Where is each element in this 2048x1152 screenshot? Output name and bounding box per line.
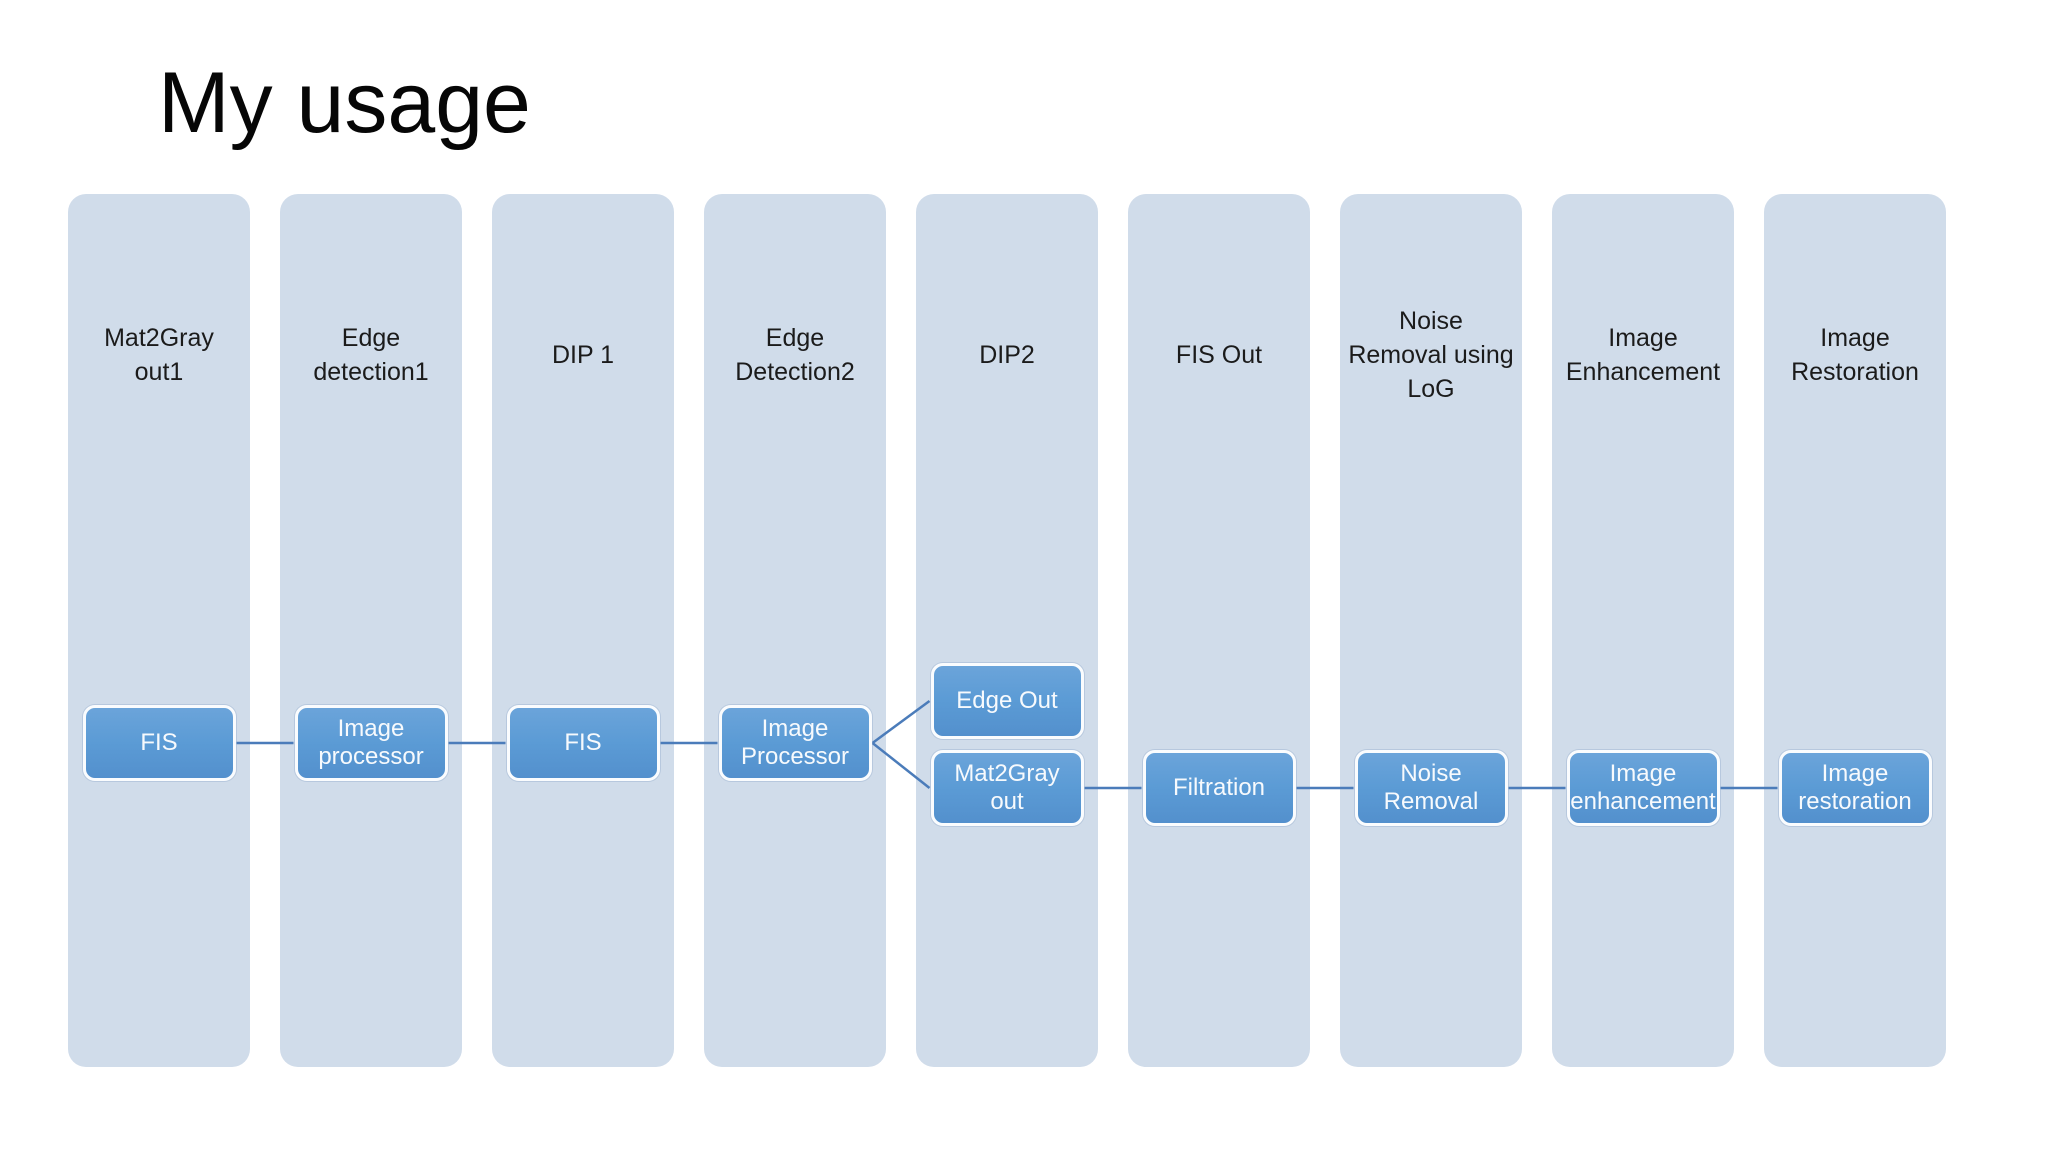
- process-column-3: DIP 1: [492, 194, 674, 1067]
- process-column-6: FIS Out: [1128, 194, 1310, 1067]
- node-mat2gray-out: Mat2Gray out: [930, 750, 1084, 826]
- process-node-label: Filtration: [1172, 774, 1266, 801]
- column-title: Image Restoration: [1791, 324, 1919, 386]
- node-image-restoration: Image restoration: [1778, 750, 1932, 826]
- node-edge-out: Edge Out: [930, 663, 1084, 739]
- process-column-2: Edge detection1: [280, 194, 462, 1067]
- process-node-label: FIS: [564, 729, 602, 756]
- process-node-label: FIS: [140, 729, 178, 756]
- process-column-4: Edge Detection2: [704, 194, 886, 1067]
- column-title: FIS Out: [1175, 341, 1263, 369]
- column-title: Noise Removal using LoG: [1348, 307, 1514, 403]
- column-title: Image Enhancement: [1565, 324, 1721, 386]
- node-noise-removal: Noise Removal: [1354, 750, 1508, 826]
- process-column-1: Mat2Gray out1: [68, 194, 250, 1067]
- process-node-label: Edge Out: [956, 687, 1058, 714]
- column-title: Edge detection1: [313, 324, 429, 386]
- node-fis-2: FIS: [506, 705, 660, 781]
- process-node-label: Noise Removal: [1383, 760, 1479, 815]
- process-node-label: Image processor: [318, 715, 424, 770]
- column-title: DIP 1: [551, 341, 615, 369]
- process-node-label: Image enhancement: [1570, 760, 1716, 815]
- slide-title: My usage: [158, 55, 531, 151]
- node-image-processor-1: Image processor: [294, 705, 448, 781]
- process-column-9: Image Restoration: [1764, 194, 1946, 1067]
- process-column-5: DIP2: [916, 194, 1098, 1067]
- process-node-label: Image Processor: [740, 715, 850, 770]
- column-title: DIP2: [979, 341, 1035, 369]
- process-column-8: Image Enhancement: [1552, 194, 1734, 1067]
- process-node-label: Image restoration: [1798, 760, 1912, 815]
- column-title: Edge Detection2: [735, 324, 855, 386]
- process-node-label: Mat2Gray out: [954, 760, 1060, 815]
- node-image-processor-2: Image Processor: [718, 705, 872, 781]
- node-filtration: Filtration: [1142, 750, 1296, 826]
- column-title: Mat2Gray out1: [104, 324, 214, 386]
- process-column-7: Noise Removal using LoG: [1340, 194, 1522, 1067]
- node-fis-1: FIS: [82, 705, 236, 781]
- node-image-enhancement: Image enhancement: [1566, 750, 1720, 826]
